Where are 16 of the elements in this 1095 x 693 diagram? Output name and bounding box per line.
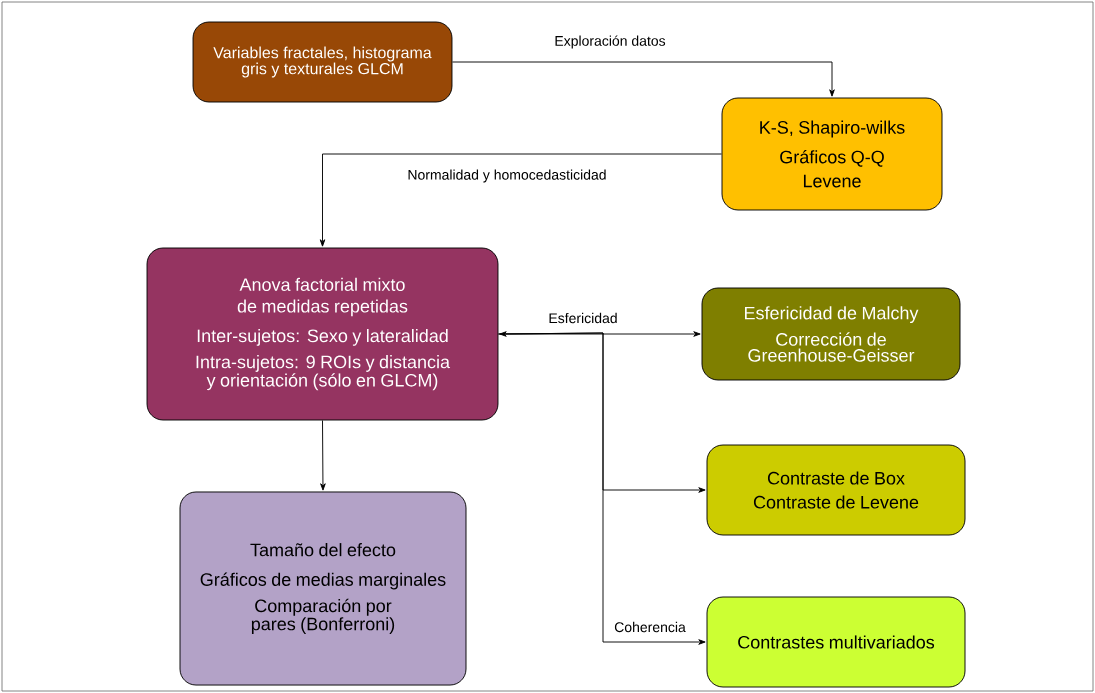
process-box: K-S, Shapiro-wilks Gráficos Q-Q Levene [721,97,943,211]
process-box: Contrastes multivariados [706,596,966,688]
edge-label: Normalidad y homocedasticidad [406,168,608,184]
process-box: Variables fractales, histograma gris y texturales GLCM [192,21,453,103]
arrow [451,61,835,97]
process-box: Tamaño del efecto Gráficos de medias marginales Comparación por pares (Bonferroni) [179,491,467,686]
process-box: Esfericidad de Malchy Corrección de Greenhouse-Geisser [701,287,961,381]
arrow [320,420,326,491]
arrow [499,331,701,337]
arrow [319,153,722,247]
edge-label: Esfericidad [547,311,619,325]
edge-label: Coherencia [612,620,688,634]
edge-label: Exploración datos [553,34,667,50]
arrow [497,332,706,645]
process-box: Anova factorial mixto de medidas repetidas Inter-sujetos: Sexo y lateralidad Intra-sujetos: 9 ROIs y distancia y orientación (sólo en GLCM) [146,247,499,421]
process-box: Contraste de Box Contraste de Levene [706,444,966,536]
